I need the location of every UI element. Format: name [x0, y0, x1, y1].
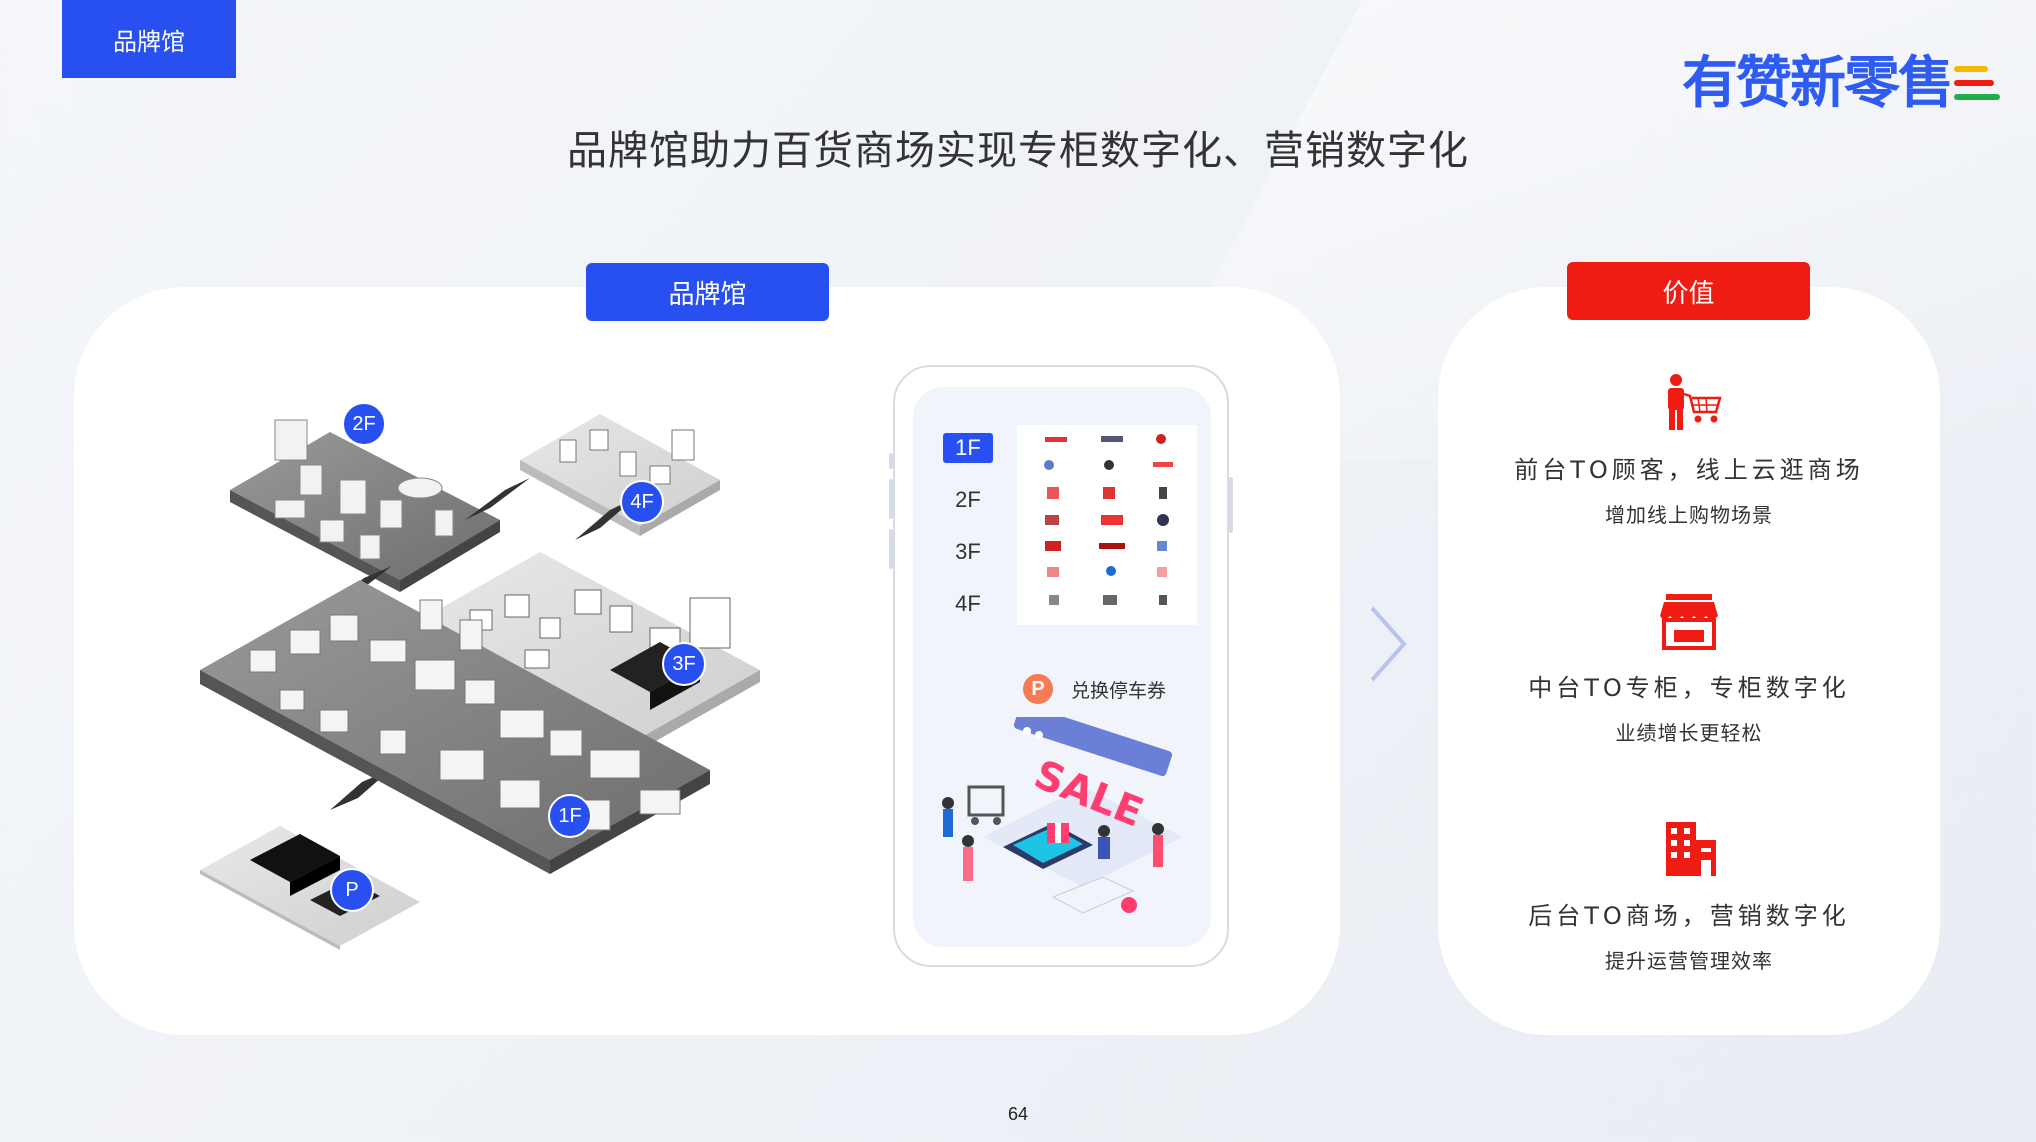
phone-side-button: [889, 529, 893, 569]
mall-illustration: 2F 4F 3F 1F P: [180, 370, 800, 950]
brand-logos-svg: [1044, 434, 1173, 605]
value-title-front: 前台TO顾客，线上云逛商场: [1514, 456, 1864, 484]
value-panel: [1438, 287, 1940, 1035]
value-item-front: 前台TO顾客，线上云逛商场 增加线上购物场景: [1438, 372, 1940, 528]
page-title: 品牌馆助力百货商场实现专柜数字化、营销数字化: [567, 128, 1469, 174]
phone-mockup: 1F 2F 3F 4F: [889, 365, 1233, 967]
floor-badge-3f: 3F: [662, 642, 706, 686]
value-subtitle-middle: 业绩增长更轻松: [1615, 721, 1763, 745]
customer-cart-icon: [1668, 374, 1722, 430]
brand-logo-grid: [1017, 425, 1197, 625]
value-subtitle-back: 提升运营管理效率: [1605, 949, 1773, 973]
floor-tab-3f[interactable]: 3F: [955, 539, 981, 564]
page-number: 64: [1007, 1104, 1029, 1124]
value-title-back: 后台TO商场，营销数字化: [1528, 902, 1850, 930]
store-icon: [1660, 594, 1718, 650]
value-title-middle: 中台TO专柜，专柜数字化: [1528, 674, 1850, 702]
floor-badge-2f: 2F: [342, 402, 386, 446]
floor-badge-1f: 1F: [548, 794, 592, 838]
logo-color-bars: [1954, 66, 2000, 110]
logo-text: 有赞新零售: [1682, 51, 1954, 116]
phone-power-button: [1229, 477, 1233, 533]
floor-badge-4f: 4F: [620, 480, 664, 524]
phone-screen: 1F 2F 3F 4F: [913, 387, 1211, 947]
section-tag: 品牌馆: [62, 0, 236, 78]
isometric-mall-svg: [200, 414, 760, 950]
parking-coupon-row[interactable]: P 兑换停车券: [1023, 673, 1166, 705]
brand-logo: 有赞新零售: [1682, 46, 2002, 122]
value-label: 价值: [1567, 262, 1810, 320]
building-icon: [1666, 822, 1716, 876]
parking-coupon-text: 兑换停车券: [1071, 679, 1167, 702]
phone-side-button: [889, 479, 893, 519]
phone-side-button: [889, 453, 893, 469]
value-subtitle-front: 增加线上购物场景: [1605, 503, 1773, 527]
chevron-right-icon: [1370, 606, 1407, 682]
value-item-middle: 中台TO专柜，专柜数字化 业绩增长更轻松: [1438, 590, 1940, 746]
floor-tab-2f[interactable]: 2F: [955, 487, 981, 512]
floor-tab-1f[interactable]: 1F: [943, 433, 993, 463]
sale-illustration: SALE: [942, 717, 1183, 914]
parking-icon: P: [1023, 674, 1053, 704]
floor-badge-parking: P: [330, 868, 374, 912]
floor-tab-4f[interactable]: 4F: [955, 591, 981, 616]
brand-hall-label: 品牌馆: [586, 263, 829, 321]
value-item-back: 后台TO商场，营销数字化 提升运营管理效率: [1438, 818, 1940, 974]
